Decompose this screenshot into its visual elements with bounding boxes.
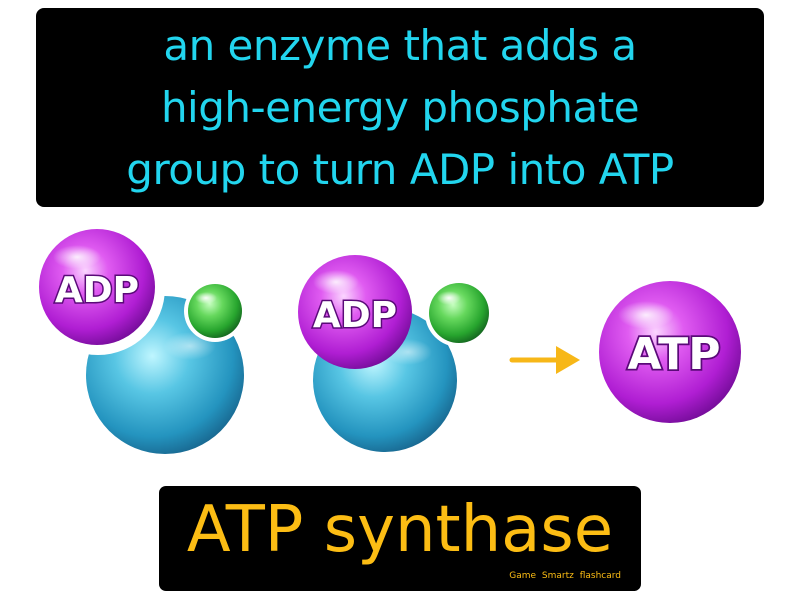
green-sphere-icon bbox=[429, 283, 489, 343]
term-title: ATP synthase bbox=[186, 493, 614, 567]
right-arrow-icon bbox=[509, 346, 580, 374]
definition-line-2: high-energy phosphate bbox=[160, 82, 640, 132]
definition-panel: an enzyme that adds a high-energy phosph… bbox=[36, 8, 764, 207]
definition-line-1: an enzyme that adds a bbox=[163, 20, 637, 70]
green-sphere-icon bbox=[188, 284, 242, 338]
term-panel: ATP synthase Game Smartz flashcard bbox=[159, 486, 641, 591]
adp-label-1: ADP bbox=[55, 270, 139, 311]
adp-molecule-2: ADP bbox=[298, 255, 412, 369]
adp-label-2: ADP bbox=[313, 295, 397, 336]
adp-molecule-1: ADP bbox=[39, 229, 155, 345]
phosphate-2 bbox=[425, 279, 493, 347]
atp-label: ATP bbox=[628, 329, 721, 380]
phosphate-1 bbox=[184, 280, 246, 342]
atp-molecule: ATP bbox=[599, 281, 741, 423]
brand-caption: Game Smartz flashcard bbox=[509, 571, 621, 581]
definition-line-3: group to turn ADP into ATP bbox=[126, 144, 674, 194]
